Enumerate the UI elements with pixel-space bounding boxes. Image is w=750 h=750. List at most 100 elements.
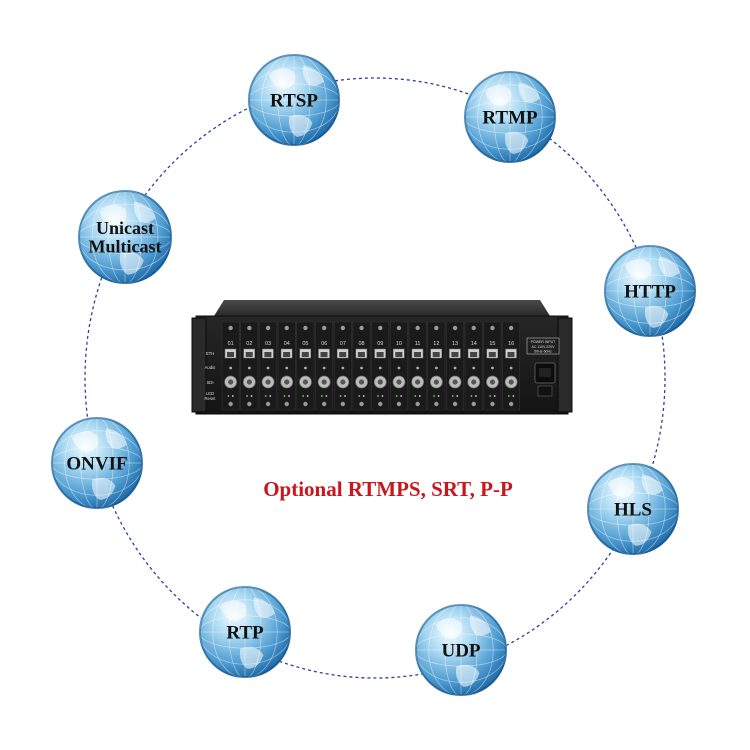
status-led — [414, 395, 417, 397]
slot-screw-top — [508, 325, 514, 331]
slot-screw-bottom — [490, 401, 495, 407]
device-slot: 01 — [221, 321, 240, 411]
status-led — [320, 395, 323, 397]
slot-number: 09 — [377, 341, 383, 347]
slot-screw-bottom — [321, 401, 327, 407]
power-switch — [537, 385, 553, 397]
power-label-line3: 50Hz-60Hz — [534, 350, 552, 354]
device-slot: 04 — [277, 321, 296, 411]
audio-jack — [509, 366, 513, 370]
slot-screw-bottom — [434, 401, 439, 407]
slot-number: 12 — [433, 341, 439, 347]
protocol-globes: RTSPRTMPHTTPHLSUDPRTPONVIFUnicastMultica… — [50, 53, 697, 697]
device-row-label: SDI — [207, 380, 214, 385]
slot-screw-bottom — [415, 401, 420, 407]
slot-screw-top — [452, 325, 458, 331]
device-slot: 02 — [240, 321, 259, 411]
globe-http-continents — [624, 256, 680, 328]
audio-jack — [304, 366, 307, 370]
audio-jack — [453, 366, 457, 370]
globe-udp: UDP — [414, 603, 508, 697]
globe-rtp-continents — [219, 597, 275, 669]
slot-screw-bottom — [378, 401, 383, 407]
status-led — [433, 395, 435, 397]
globe-rtsp-continents — [268, 65, 324, 137]
slot-screw-top — [434, 325, 439, 331]
globe-rtsp-label: RTSP — [270, 91, 318, 112]
status-led — [246, 395, 248, 397]
slot-screw-top — [284, 325, 289, 331]
device-slot: 12 — [427, 321, 446, 411]
slot-number: 10 — [396, 341, 402, 347]
device-slot: 15 — [483, 321, 502, 411]
left-rack-ear — [191, 317, 207, 413]
globe-unicast-multicast-label-2: Multicast — [89, 236, 162, 256]
status-led — [339, 395, 342, 397]
device-slot: 09 — [371, 321, 390, 411]
slot-screw-bottom — [396, 401, 402, 407]
device-slot: 08 — [352, 321, 371, 411]
device-slot: 10 — [389, 321, 408, 411]
slot-number: 01 — [228, 341, 234, 347]
slot-screw-top — [265, 325, 271, 331]
audio-jack — [491, 366, 494, 370]
audio-jack — [397, 366, 401, 370]
audio-jack — [434, 366, 438, 370]
device-slot: 14 — [464, 321, 483, 411]
globe-rtmp-continents — [484, 82, 540, 154]
power-label-line1: POWER INPUT — [531, 340, 557, 344]
audio-jack — [416, 366, 420, 370]
slot-screw-top — [359, 325, 364, 331]
slot-screw-bottom — [452, 401, 458, 407]
slot-number: 08 — [358, 341, 364, 347]
device-slot: 03 — [259, 321, 277, 411]
slot-screw-bottom — [247, 401, 252, 407]
power-label-line2: AC 110V-220V — [532, 345, 556, 349]
slot-screw-top — [303, 325, 308, 331]
device-slot: 11 — [408, 321, 427, 411]
audio-jack — [360, 366, 363, 370]
slot-number: 11 — [415, 341, 421, 347]
connection-ring — [84, 77, 666, 679]
slot-number: 06 — [321, 341, 327, 347]
slot-screw-top — [228, 325, 233, 331]
device-row-label: LED — [206, 391, 214, 396]
globe-rtsp: RTSP — [247, 53, 341, 147]
globe-hls-continents — [607, 474, 663, 546]
slot-screw-bottom — [303, 401, 308, 407]
globe-http: HTTP — [603, 244, 697, 338]
globe-udp-continents — [435, 615, 491, 687]
globe-rtmp: RTMP — [463, 70, 557, 164]
slot-number: 03 — [265, 341, 271, 347]
slot-number: 13 — [452, 341, 458, 347]
slot-screw-bottom — [228, 401, 233, 407]
globe-onvif: ONVIF — [50, 416, 144, 510]
device-slot: 07 — [333, 321, 352, 411]
globe-unicast-multicast-continents — [99, 201, 156, 275]
globe-onvif-label: ONVIF — [66, 454, 127, 475]
audio-jack — [266, 366, 270, 370]
slot-number: 02 — [246, 341, 252, 347]
status-led — [283, 395, 286, 397]
slot-screw-bottom — [471, 401, 476, 407]
globe-udp-label: UDP — [441, 641, 480, 662]
audio-jack — [378, 366, 382, 370]
slot-screw-top — [340, 325, 346, 331]
status-led — [470, 395, 473, 397]
slot-number: 15 — [489, 341, 495, 347]
status-led — [489, 395, 492, 397]
device-row-label: ETH — [206, 351, 214, 356]
slot-screw-bottom — [265, 401, 271, 407]
slot-screw-bottom — [340, 401, 346, 407]
slot-screw-bottom — [359, 401, 364, 407]
status-led — [227, 395, 230, 397]
status-led — [264, 395, 267, 397]
slot-screw-top — [396, 325, 402, 331]
slot-screw-top — [247, 325, 252, 331]
power-module: POWER INPUT AC 110V-220V 50Hz-60Hz — [526, 337, 560, 397]
slot-screw-top — [415, 325, 420, 331]
device-slot: 05 — [296, 321, 315, 411]
globe-rtp-label: RTP — [226, 623, 264, 644]
